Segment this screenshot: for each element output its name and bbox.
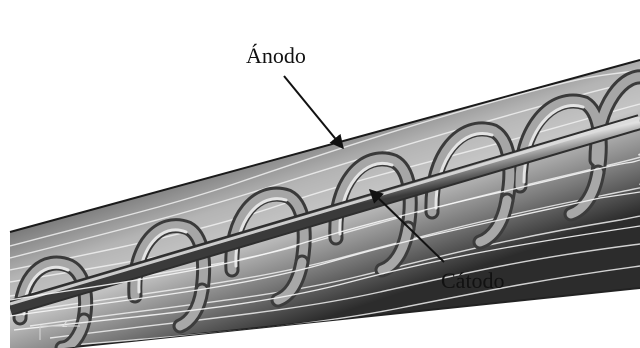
cathode-label: Cátodo xyxy=(441,268,505,293)
anode-leader-arrow xyxy=(284,76,343,148)
axis-label-z: z xyxy=(62,318,68,330)
anode-label: Ánodo xyxy=(246,43,306,68)
